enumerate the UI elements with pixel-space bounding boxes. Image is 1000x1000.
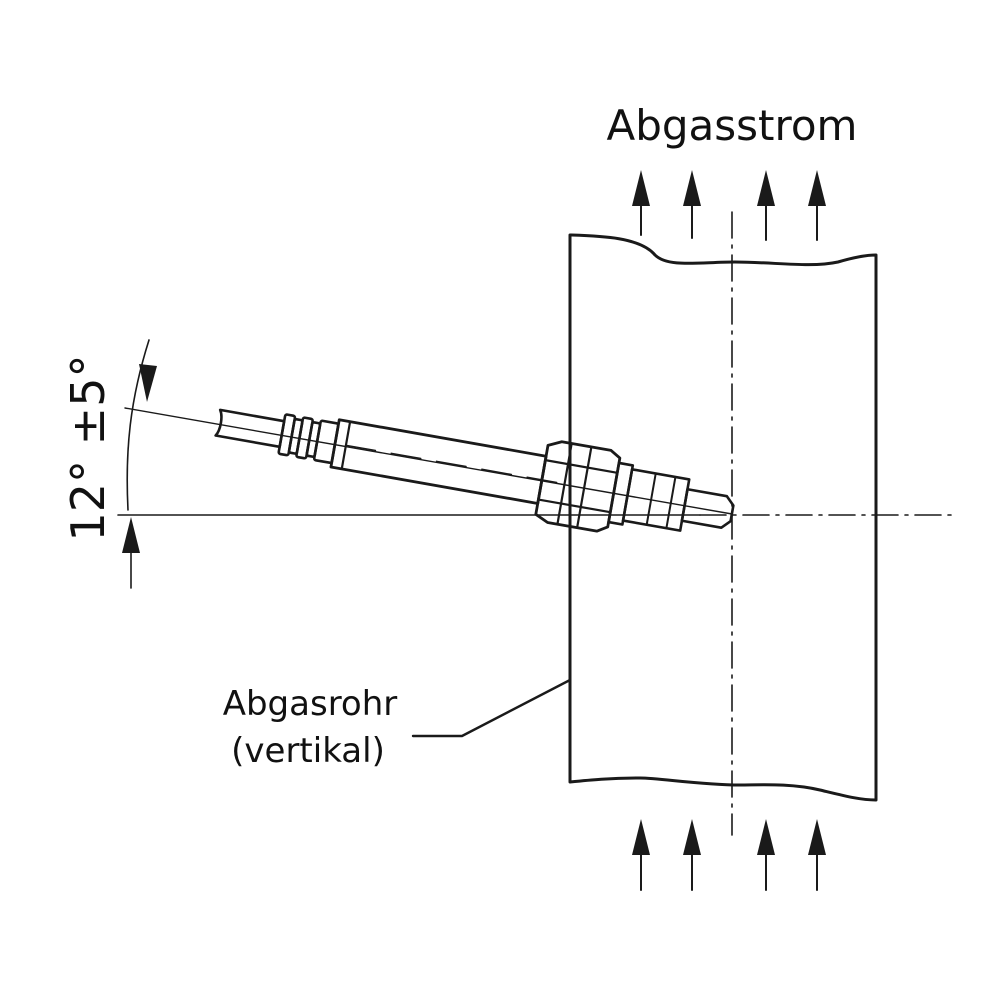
pipe-label-leader <box>411 678 572 738</box>
flow-label: Abgasstrom <box>607 101 858 150</box>
lambda-sensor <box>214 408 735 533</box>
lower-flow-arrows <box>632 819 826 891</box>
sensor-hex-nut <box>534 440 622 533</box>
sensor-axis-line <box>124 407 733 515</box>
sensor-cable-end <box>214 408 286 449</box>
sensor-grommet <box>277 413 340 465</box>
pipe-label-line1: Abgasrohr <box>223 684 398 724</box>
flow-arrow-icon <box>632 819 650 891</box>
flow-arrow-icon <box>757 819 775 891</box>
angle-arrow-down-icon <box>139 364 157 402</box>
angle-label: 12° ±5° <box>61 355 115 542</box>
flow-arrow-icon <box>757 170 775 241</box>
sensor-probe-tip <box>680 487 735 530</box>
flow-arrow-icon <box>683 819 701 891</box>
flow-arrow-icon <box>632 170 650 236</box>
angle-arrow-up-icon <box>122 517 140 589</box>
flow-arrow-icon <box>808 819 826 891</box>
sensor-thread <box>607 461 691 532</box>
upper-flow-arrows <box>632 170 826 241</box>
angle-dimension-arc <box>126 339 150 511</box>
pipe-label-line2: (vertikal) <box>231 731 385 771</box>
flow-arrow-icon <box>808 170 826 241</box>
exhaust-pipe-outline <box>568 233 878 802</box>
flow-arrow-icon <box>683 170 701 239</box>
